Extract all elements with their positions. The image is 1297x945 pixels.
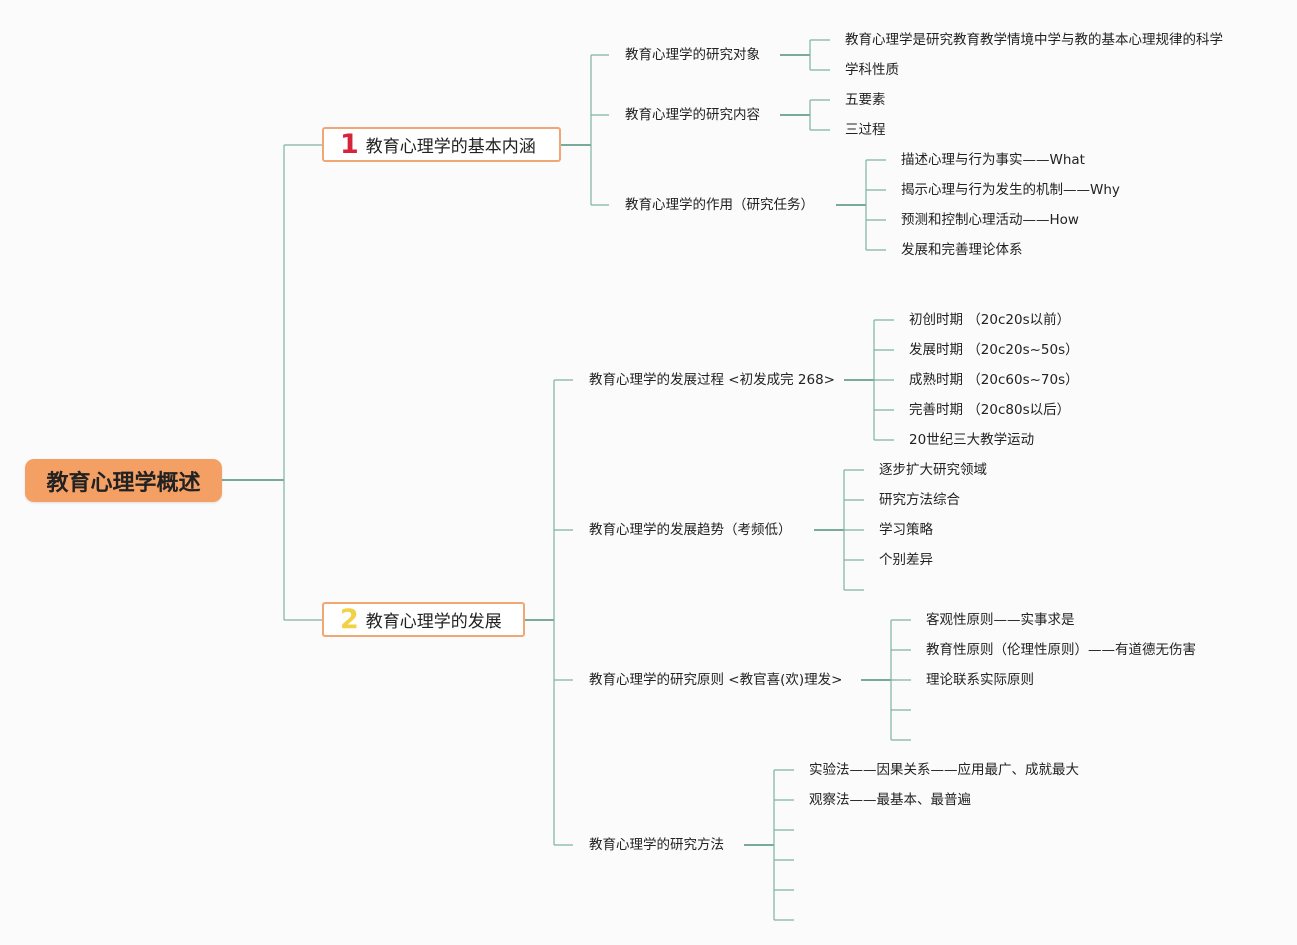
- branch-node-2[interactable]: 2 教育心理学的发展: [322, 602, 525, 637]
- subtopic-research-role[interactable]: 教育心理学的作用（研究任务）: [625, 197, 814, 213]
- root-node[interactable]: 教育心理学概述: [25, 459, 222, 502]
- branch-node-1[interactable]: 1 教育心理学的基本内涵: [322, 127, 561, 162]
- branch-label-2: 教育心理学的发展: [365, 612, 502, 632]
- leaf-describe-what[interactable]: 描述心理与行为事实——What: [901, 152, 1085, 168]
- leaf-educational-principle[interactable]: 教育性原则（伦理性原则）——有道德无伤害: [926, 642, 1196, 658]
- leaf-method-synthesis[interactable]: 研究方法综合: [879, 492, 960, 508]
- leaf-objectivity-principle[interactable]: 客观性原则——实事求是: [926, 612, 1075, 628]
- subtopic-research-content[interactable]: 教育心理学的研究内容: [625, 107, 760, 123]
- subtopic-research-methods[interactable]: 教育心理学的研究方法: [589, 837, 724, 853]
- branch-label-1: 教育心理学的基本内涵: [365, 137, 536, 157]
- leaf-develop-theory[interactable]: 发展和完善理论体系: [901, 242, 1023, 258]
- leaf-development-period[interactable]: 发展时期 （20c20s~50s）: [909, 342, 1079, 358]
- leaf-expand-field[interactable]: 逐步扩大研究领域: [879, 462, 987, 478]
- leaf-predict-how[interactable]: 预测和控制心理活动——How: [901, 212, 1079, 228]
- leaf-definition[interactable]: 教育心理学是研究教育教学情境中学与教的基本心理规律的科学: [845, 32, 1223, 48]
- leaf-observation-method[interactable]: 观察法——最基本、最普遍: [809, 792, 971, 808]
- subtopic-research-principles[interactable]: 教育心理学的研究原则 <教官喜(欢)理发>: [589, 672, 843, 688]
- leaf-three-teaching-movements[interactable]: 20世纪三大教学运动: [909, 432, 1035, 448]
- leaf-reveal-why[interactable]: 揭示心理与行为发生的机制——Why: [901, 182, 1120, 198]
- root-label: 教育心理学概述: [46, 470, 201, 496]
- leaf-theory-practice-principle[interactable]: 理论联系实际原则: [926, 672, 1034, 688]
- leaf-three-processes[interactable]: 三过程: [845, 122, 886, 138]
- subtopic-research-object[interactable]: 教育心理学的研究对象: [625, 47, 760, 63]
- leaf-mature-period[interactable]: 成熟时期 （20c60s~70s）: [909, 372, 1079, 388]
- leaf-perfect-period[interactable]: 完善时期 （20c80s以后）: [909, 402, 1071, 418]
- number-1-icon: 1: [340, 129, 359, 160]
- number-2-icon: 2: [340, 604, 359, 635]
- leaf-initial-period[interactable]: 初创时期 （20c20s以前）: [909, 312, 1071, 328]
- leaf-individual-difference[interactable]: 个别差异: [879, 552, 933, 568]
- subtopic-development-trend[interactable]: 教育心理学的发展趋势（考频低）: [589, 522, 792, 538]
- leaf-five-elements[interactable]: 五要素: [845, 92, 886, 108]
- leaf-learning-strategy[interactable]: 学习策略: [879, 522, 933, 538]
- leaf-experimental-method[interactable]: 实验法——因果关系——应用最广、成就最大: [809, 762, 1079, 778]
- subtopic-development-process[interactable]: 教育心理学的发展过程 <初发成完 268>: [589, 372, 835, 388]
- leaf-discipline-nature[interactable]: 学科性质: [845, 62, 899, 78]
